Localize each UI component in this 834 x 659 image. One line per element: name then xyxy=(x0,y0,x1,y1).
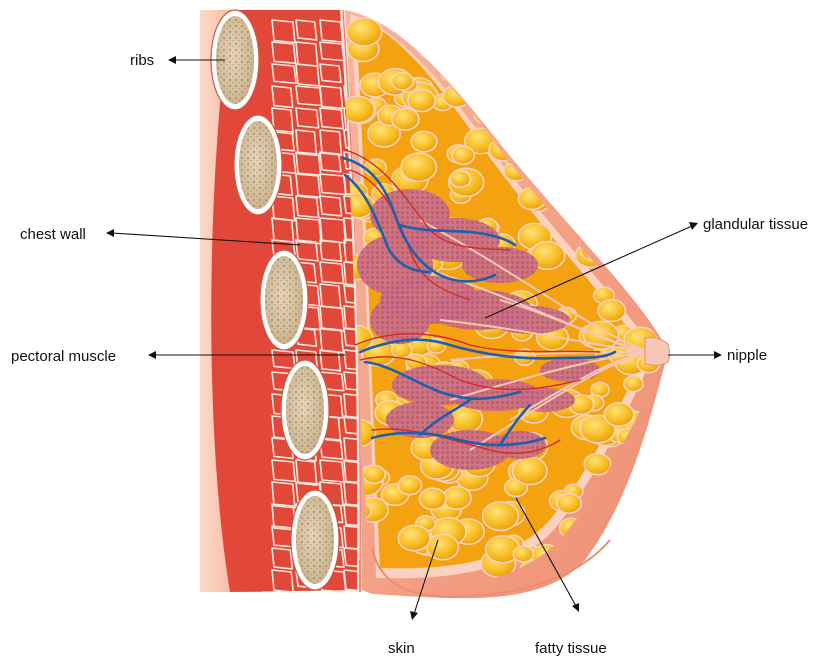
label-glandular-tissue: glandular tissue xyxy=(703,216,808,233)
rib-3 xyxy=(260,250,308,350)
skin-arrowhead xyxy=(410,611,418,620)
rib-2 xyxy=(234,115,282,215)
label-ribs: ribs xyxy=(130,52,154,69)
ribs-arrowhead xyxy=(168,56,176,64)
chest-wall-arrowhead xyxy=(106,229,114,237)
gland-lobe-3 xyxy=(462,247,538,283)
label-fatty-tissue: fatty tissue xyxy=(535,640,607,657)
label-skin: skin xyxy=(388,640,415,657)
rib-4 xyxy=(281,360,329,460)
pectoral-muscle-arrowhead xyxy=(148,351,156,359)
nipple-shape xyxy=(645,337,670,365)
label-pectoral-muscle: pectoral muscle xyxy=(11,348,116,365)
nipple-arrowhead xyxy=(714,351,722,359)
rib-5 xyxy=(291,490,339,590)
glandular-tissue-arrowhead xyxy=(689,222,698,230)
label-chest-wall: chest wall xyxy=(20,226,86,243)
label-nipple: nipple xyxy=(727,347,767,364)
